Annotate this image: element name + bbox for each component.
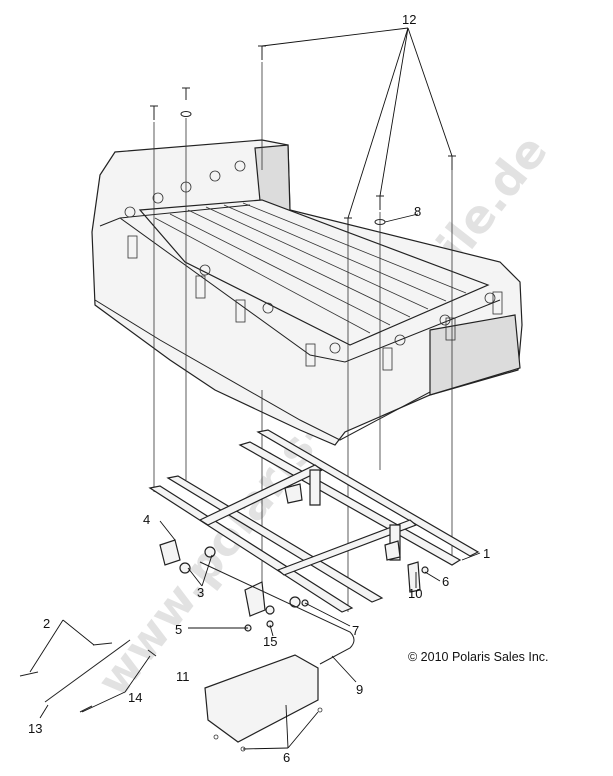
callout-6b: 6 bbox=[283, 750, 290, 765]
callout-5: 5 bbox=[175, 622, 182, 637]
callout-3: 3 bbox=[197, 585, 204, 600]
pins bbox=[19, 639, 157, 713]
bed-frame bbox=[148, 429, 480, 613]
copyright: © 2010 Polaris Sales Inc. bbox=[408, 650, 549, 664]
skid-plate-11 bbox=[204, 654, 319, 743]
callout-4: 4 bbox=[143, 512, 150, 527]
callout-8: 8 bbox=[414, 204, 421, 219]
callout-9: 9 bbox=[356, 682, 363, 697]
leader-lines bbox=[29, 27, 481, 750]
callout-12: 12 bbox=[402, 12, 416, 27]
callouts: 12 8 1 4 3 5 15 7 10 6 9 11 2 14 13 6 bbox=[28, 12, 490, 765]
callout-1: 1 bbox=[483, 546, 490, 561]
callout-13: 13 bbox=[28, 721, 42, 736]
callout-10: 10 bbox=[408, 586, 422, 601]
cargo-box bbox=[91, 139, 523, 446]
rod-9 bbox=[199, 561, 355, 665]
callout-11: 11 bbox=[176, 669, 190, 684]
callout-7: 7 bbox=[352, 623, 359, 638]
callout-2: 2 bbox=[43, 616, 50, 631]
callout-14: 14 bbox=[128, 690, 142, 705]
callout-15: 15 bbox=[263, 634, 277, 649]
callout-6a: 6 bbox=[442, 574, 449, 589]
